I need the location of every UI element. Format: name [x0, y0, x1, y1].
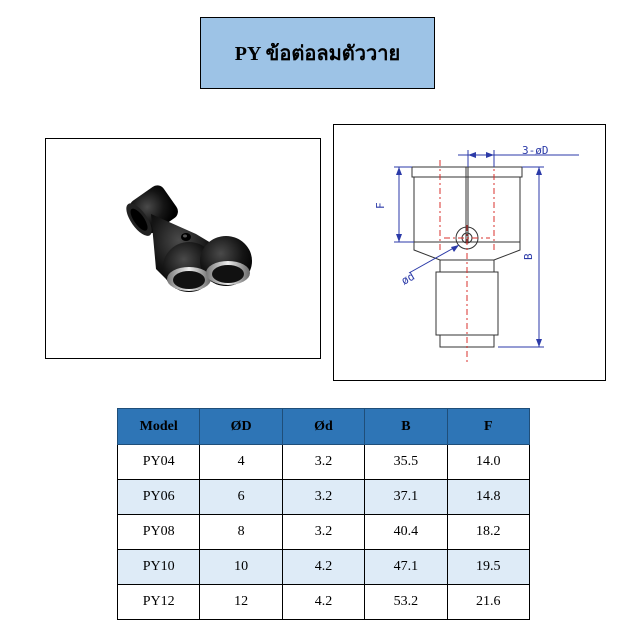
table-header-row: Model ØD Ød B F	[116, 408, 531, 445]
column-header: B	[364, 408, 448, 445]
table-cell: 37.1	[364, 479, 448, 515]
table-cell: 8	[199, 514, 283, 550]
table-cell: PY10	[116, 549, 201, 585]
table-cell: 35.5	[364, 444, 448, 480]
table-cell: 4.2	[281, 584, 366, 620]
table-cell: 12	[199, 584, 283, 620]
table-cell: 10	[199, 549, 283, 585]
column-header: Model	[116, 408, 201, 445]
f-label: F	[374, 202, 387, 209]
column-header: F	[446, 408, 531, 445]
table-cell: 3.2	[281, 479, 366, 515]
table-row: PY06 6 3.2 37.1 14.8	[116, 479, 531, 515]
table-cell: 14.0	[446, 444, 531, 480]
table-cell: 3.2	[281, 444, 366, 480]
table-cell: 21.6	[446, 584, 531, 620]
table-row: PY12 12 4.2 53.2 21.6	[116, 584, 531, 620]
column-header: Ød	[281, 408, 366, 445]
table-cell: 40.4	[364, 514, 448, 550]
table-cell: PY04	[116, 444, 201, 480]
table-cell: PY06	[116, 479, 201, 515]
table-cell: 53.2	[364, 584, 448, 620]
table-cell: 14.8	[446, 479, 531, 515]
table-cell: 6	[199, 479, 283, 515]
table-cell: PY08	[116, 514, 201, 550]
page-title: PY ข้อต่อลมตัววาย	[200, 17, 435, 89]
table-row: PY08 8 3.2 40.4 18.2	[116, 514, 531, 550]
table-cell: PY12	[116, 584, 201, 620]
y-fitting-image	[126, 185, 252, 292]
table-cell: 4.2	[281, 549, 366, 585]
dimension-drawing: 3-øD F B ød	[374, 144, 579, 363]
table-cell: 3.2	[281, 514, 366, 550]
technical-drawing: 3-øD F B ød	[333, 124, 606, 381]
b-label: B	[522, 253, 535, 260]
table-row: PY10 10 4.2 47.1 19.5	[116, 549, 531, 585]
table-cell: 4	[199, 444, 283, 480]
spec-table: Model ØD Ød B F PY04 4 3.2 35.5 14.0 PY0…	[116, 408, 531, 620]
table-cell: 19.5	[446, 549, 531, 585]
d-label: ød	[399, 270, 417, 288]
product-photo	[45, 138, 321, 359]
od-label: 3-øD	[522, 144, 549, 157]
table-cell: 18.2	[446, 514, 531, 550]
table-cell: 47.1	[364, 549, 448, 585]
column-header: ØD	[199, 408, 283, 445]
table-row: PY04 4 3.2 35.5 14.0	[116, 444, 531, 480]
